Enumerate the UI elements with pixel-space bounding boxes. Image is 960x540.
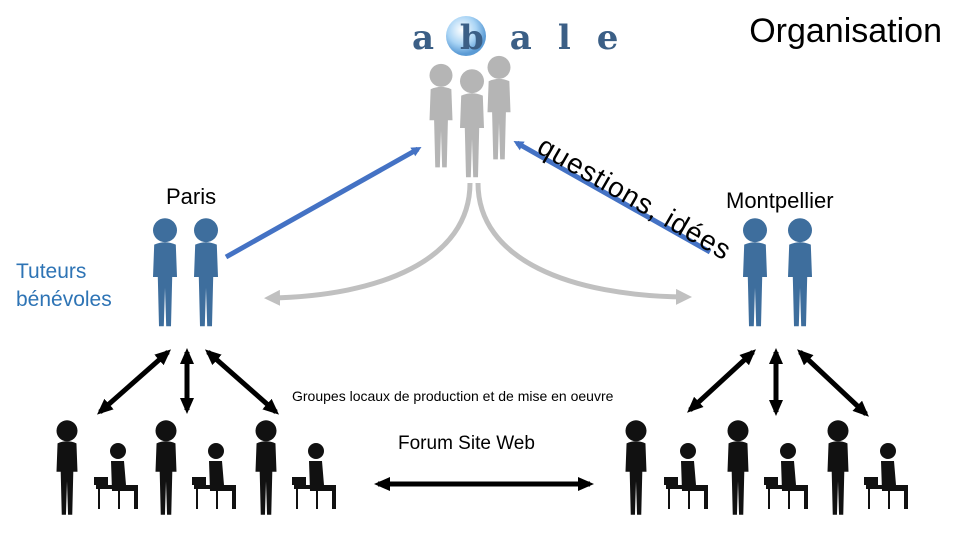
paris-tutor-figures xyxy=(153,218,218,327)
center-to-montpellier-gray-arrow xyxy=(475,182,692,305)
tutors-label: Tuteurs bénévoles xyxy=(16,260,112,311)
local-groups-label: Groupes locaux de production et de mise … xyxy=(292,388,614,404)
montpellier-local-group-figures xyxy=(625,420,908,515)
central-team-figures xyxy=(429,55,511,178)
paris-local-arrows xyxy=(97,348,279,415)
page-title: Organisation xyxy=(749,12,942,50)
center-to-paris-gray-arrow xyxy=(264,182,473,306)
paris-local-group-figures xyxy=(56,420,336,515)
logo-text: abale xyxy=(412,18,645,58)
montpellier-to-center-arrow xyxy=(513,140,712,255)
paris-label: Paris xyxy=(166,184,217,209)
logo-ball xyxy=(446,16,486,56)
montpellier-label: Montpellier xyxy=(726,188,834,213)
forum-label: Forum Site Web xyxy=(398,433,535,454)
montpellier-tutor-figures xyxy=(743,218,812,327)
montpellier-local-arrows xyxy=(687,348,869,417)
paris-to-center-arrow xyxy=(224,146,422,260)
